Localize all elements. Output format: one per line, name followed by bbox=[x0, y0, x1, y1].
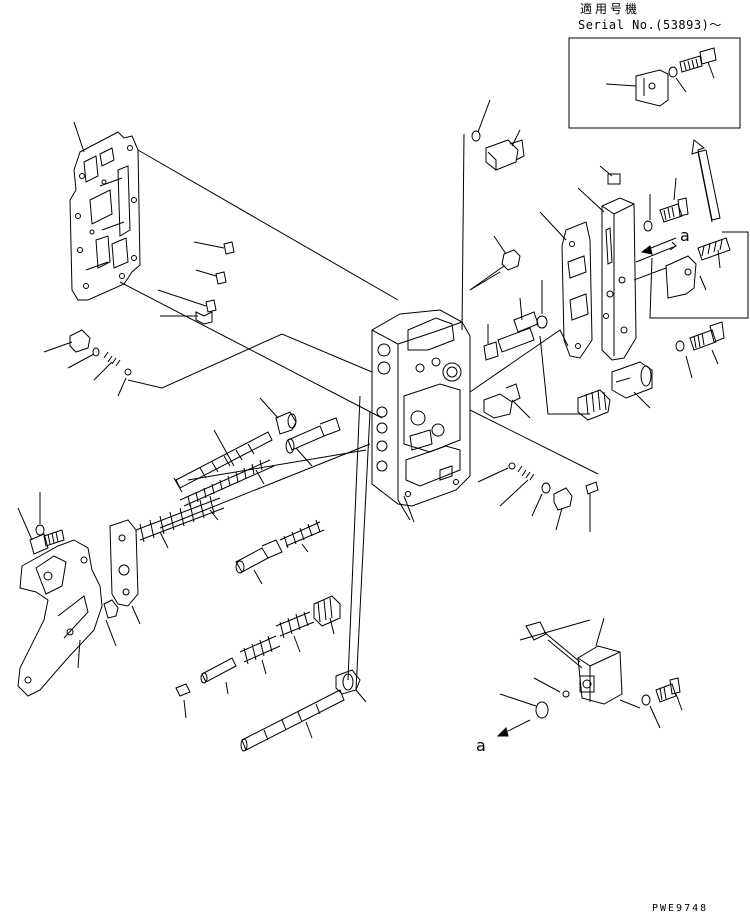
arrow-to-a-bottom bbox=[498, 720, 530, 736]
bolt-top bbox=[644, 178, 688, 231]
spring-right bbox=[578, 390, 610, 420]
spring-left-big bbox=[136, 496, 224, 548]
bolt-left bbox=[18, 492, 64, 554]
spring-center bbox=[280, 520, 324, 552]
spool-lower-long bbox=[241, 690, 344, 751]
valve-right-middle bbox=[484, 384, 530, 418]
arrow-to-a-top bbox=[642, 238, 676, 254]
small-spool-right bbox=[484, 280, 547, 360]
plug-lower-small bbox=[176, 684, 190, 718]
spool-center-small bbox=[236, 540, 282, 584]
solenoid-lower bbox=[526, 618, 622, 704]
main-valve-body bbox=[372, 310, 470, 522]
plug-upper bbox=[470, 236, 520, 290]
spring-lower-1 bbox=[240, 636, 280, 674]
upward-arrow bbox=[692, 140, 720, 222]
callout-a-bottom: a bbox=[476, 736, 486, 755]
serial-inset-box bbox=[569, 38, 740, 128]
guide-lines bbox=[120, 134, 640, 708]
retainer-lower bbox=[336, 670, 366, 702]
left-gasket-small bbox=[110, 520, 140, 624]
bolt-lower-right bbox=[642, 678, 682, 728]
plug-left bbox=[44, 330, 131, 396]
serial-number-label: Serial No.(53893)～ bbox=[578, 18, 722, 32]
right-cover-plate bbox=[578, 166, 636, 360]
applicability-label: 適用号機 bbox=[580, 2, 641, 16]
document-id: PWE9748 bbox=[652, 903, 709, 914]
piston-right bbox=[612, 362, 652, 408]
left-separator-plate bbox=[70, 122, 140, 300]
callout-a-top: a bbox=[680, 226, 690, 245]
spool-long-upper bbox=[174, 430, 272, 492]
left-plug-bolt bbox=[104, 600, 118, 646]
valve-stem-center bbox=[286, 418, 340, 466]
pin-lower bbox=[201, 658, 236, 694]
washer-bolt-right bbox=[676, 322, 724, 378]
plug-upper-left bbox=[260, 398, 296, 434]
left-bracket bbox=[18, 540, 102, 696]
solenoid-valve-top bbox=[472, 100, 524, 170]
spring-lower-2 bbox=[276, 612, 314, 652]
oring-lower bbox=[500, 678, 569, 718]
plug-set-upper bbox=[158, 242, 234, 324]
spring-long bbox=[180, 460, 274, 506]
right-gasket bbox=[540, 212, 592, 358]
seal-set-right-lower bbox=[478, 463, 598, 532]
spring-lower-3 bbox=[314, 596, 340, 634]
right-detail-box bbox=[634, 232, 748, 318]
